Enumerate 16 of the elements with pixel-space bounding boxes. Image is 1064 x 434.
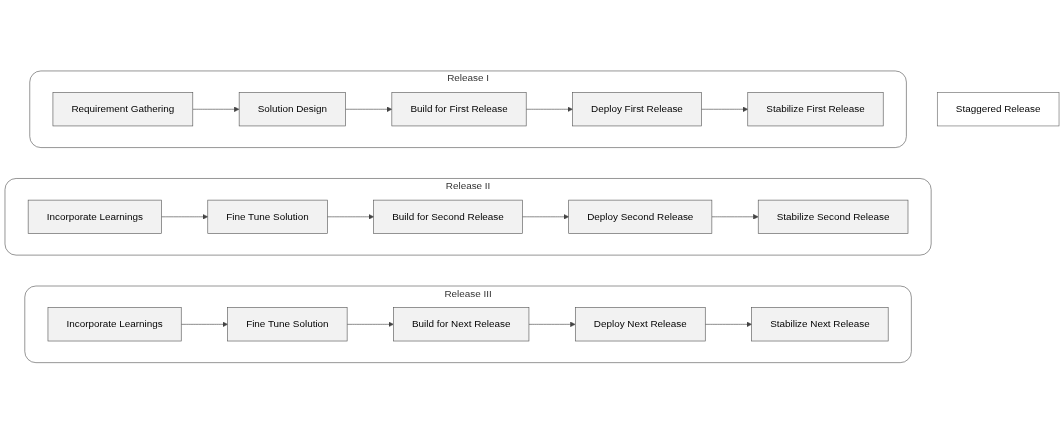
node-box: Deploy Second Release	[568, 200, 713, 234]
node-box: Deploy First Release	[572, 92, 702, 127]
node-box: Fine Tune Solution	[227, 307, 348, 342]
node-box: Fine Tune Solution	[207, 200, 328, 234]
node-box: Incorporate Learnings	[47, 307, 182, 342]
node-box: Solution Design	[238, 92, 346, 127]
node-box: Stabilize Second Release	[757, 200, 909, 234]
node-box: Build for Second Release	[373, 200, 523, 234]
node-box: Staggered Release	[937, 92, 1060, 127]
node-box: Build for First Release	[391, 92, 527, 127]
node-box: Stabilize First Release	[747, 92, 884, 127]
node-box: Build for Next Release	[393, 307, 530, 342]
node-box: Requirement Gathering	[52, 92, 194, 127]
node-box: Deploy Next Release	[575, 307, 706, 342]
node-box: Stabilize Next Release	[751, 307, 889, 342]
node-box: Incorporate Learnings	[27, 200, 162, 234]
